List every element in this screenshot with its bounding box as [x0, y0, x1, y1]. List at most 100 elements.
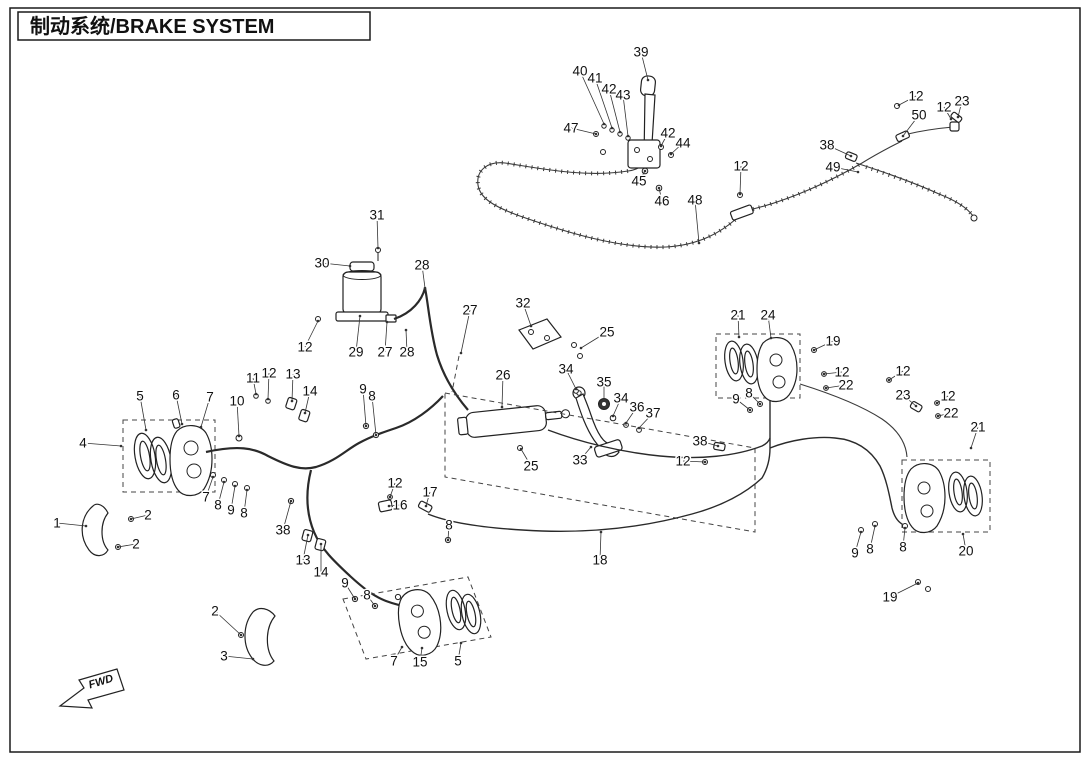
leader-dot [626, 134, 630, 138]
leader-line [612, 397, 622, 417]
caliper-body [903, 463, 946, 534]
leader-line [737, 314, 740, 338]
leader-line [640, 51, 649, 81]
leader-dot [737, 335, 741, 339]
leader-dot [602, 122, 606, 126]
callout-12: 12 [675, 454, 690, 469]
callout-18: 18 [592, 553, 607, 568]
callout-24: 24 [760, 308, 776, 323]
leader-dot [364, 424, 368, 428]
leader-dot [303, 411, 307, 415]
callout-28: 28 [414, 258, 429, 273]
leader-dot [873, 524, 877, 528]
callout-7: 7 [202, 490, 210, 505]
leader-line [425, 491, 431, 507]
callout-8: 8 [214, 498, 222, 513]
callout-12: 12 [908, 89, 923, 104]
leader-dot [914, 404, 918, 408]
callout-12: 12 [936, 100, 951, 115]
callout-5: 5 [454, 654, 462, 669]
callout-39: 39 [633, 45, 648, 60]
callout-21: 21 [730, 308, 745, 323]
leader-dot [949, 117, 953, 121]
callout-49: 49 [825, 160, 840, 175]
callout-19: 19 [882, 590, 897, 605]
leader-line [638, 170, 646, 182]
leader-line [82, 442, 122, 447]
leader-dot [306, 533, 310, 537]
callout-9: 9 [227, 503, 235, 518]
hose-bracket [377, 499, 394, 513]
callout-34: 34 [558, 362, 574, 377]
front-reservoir-assembly [315, 247, 397, 323]
leader-dot [374, 433, 378, 437]
caliper-body [169, 425, 213, 497]
leader-dot [119, 444, 123, 448]
leader-dot [222, 480, 226, 484]
leader-dot [887, 378, 891, 382]
leader-dot [529, 324, 533, 328]
callout-13: 13 [295, 553, 310, 568]
callout-2: 2 [132, 537, 140, 552]
leader-dot [748, 408, 752, 412]
callout-27: 27 [462, 303, 477, 318]
callout-36: 36 [629, 400, 644, 415]
leader-dot [245, 488, 249, 492]
leader-dot [956, 115, 960, 119]
leader-line [682, 460, 706, 463]
callout-27: 27 [377, 345, 392, 360]
leader-dot [637, 426, 641, 430]
brake-pad [445, 589, 467, 631]
callout-41: 41 [587, 71, 602, 86]
callout-17: 17 [422, 485, 437, 500]
leader-line [117, 543, 137, 548]
leader-dot [738, 192, 742, 196]
callout-42: 42 [601, 82, 616, 97]
leader-line [767, 314, 772, 339]
callout-26: 26 [495, 368, 510, 383]
callout-28: 28 [399, 345, 414, 360]
callout-4: 4 [79, 436, 87, 451]
leader-dot [961, 532, 965, 536]
leader-dot [646, 78, 650, 82]
leader-line [520, 448, 532, 467]
callout-9: 9 [851, 546, 859, 561]
callout-42: 42 [660, 126, 675, 141]
leader-line [823, 371, 843, 375]
leader-dot [579, 346, 583, 350]
callout-23: 23 [895, 388, 910, 403]
callout-8: 8 [368, 389, 376, 404]
callout-12: 12 [895, 364, 910, 379]
callout-48: 48 [687, 193, 702, 208]
leader-line [888, 370, 904, 381]
callout-37: 37 [645, 406, 660, 421]
leader-dot [769, 336, 773, 340]
leader-line [56, 522, 87, 527]
callout-9: 9 [341, 576, 349, 591]
callout-8: 8 [745, 386, 753, 401]
leader-dot [602, 398, 606, 402]
leader-dot [387, 504, 391, 508]
leader-dot [574, 387, 578, 391]
leader-dot [716, 444, 720, 448]
leader-dot [353, 597, 357, 601]
reservoir-base [335, 311, 389, 322]
leader-line [832, 166, 859, 173]
leader-line [579, 70, 605, 125]
leader-dot [859, 530, 863, 534]
rear-upper-caliper-assembly [715, 333, 829, 413]
leader-dot [289, 499, 293, 503]
leader-dot [812, 348, 816, 352]
leader-dot [897, 103, 901, 107]
leader-dot [423, 286, 427, 290]
leader-dot [239, 633, 243, 637]
callout-11: 11 [246, 371, 260, 386]
leader-line [366, 594, 376, 607]
leader-line [223, 655, 254, 660]
leader-dot [348, 264, 352, 268]
leader-line [970, 426, 979, 449]
leader-line [902, 527, 906, 548]
leader-line [267, 372, 270, 400]
callout-45: 45 [631, 174, 646, 189]
